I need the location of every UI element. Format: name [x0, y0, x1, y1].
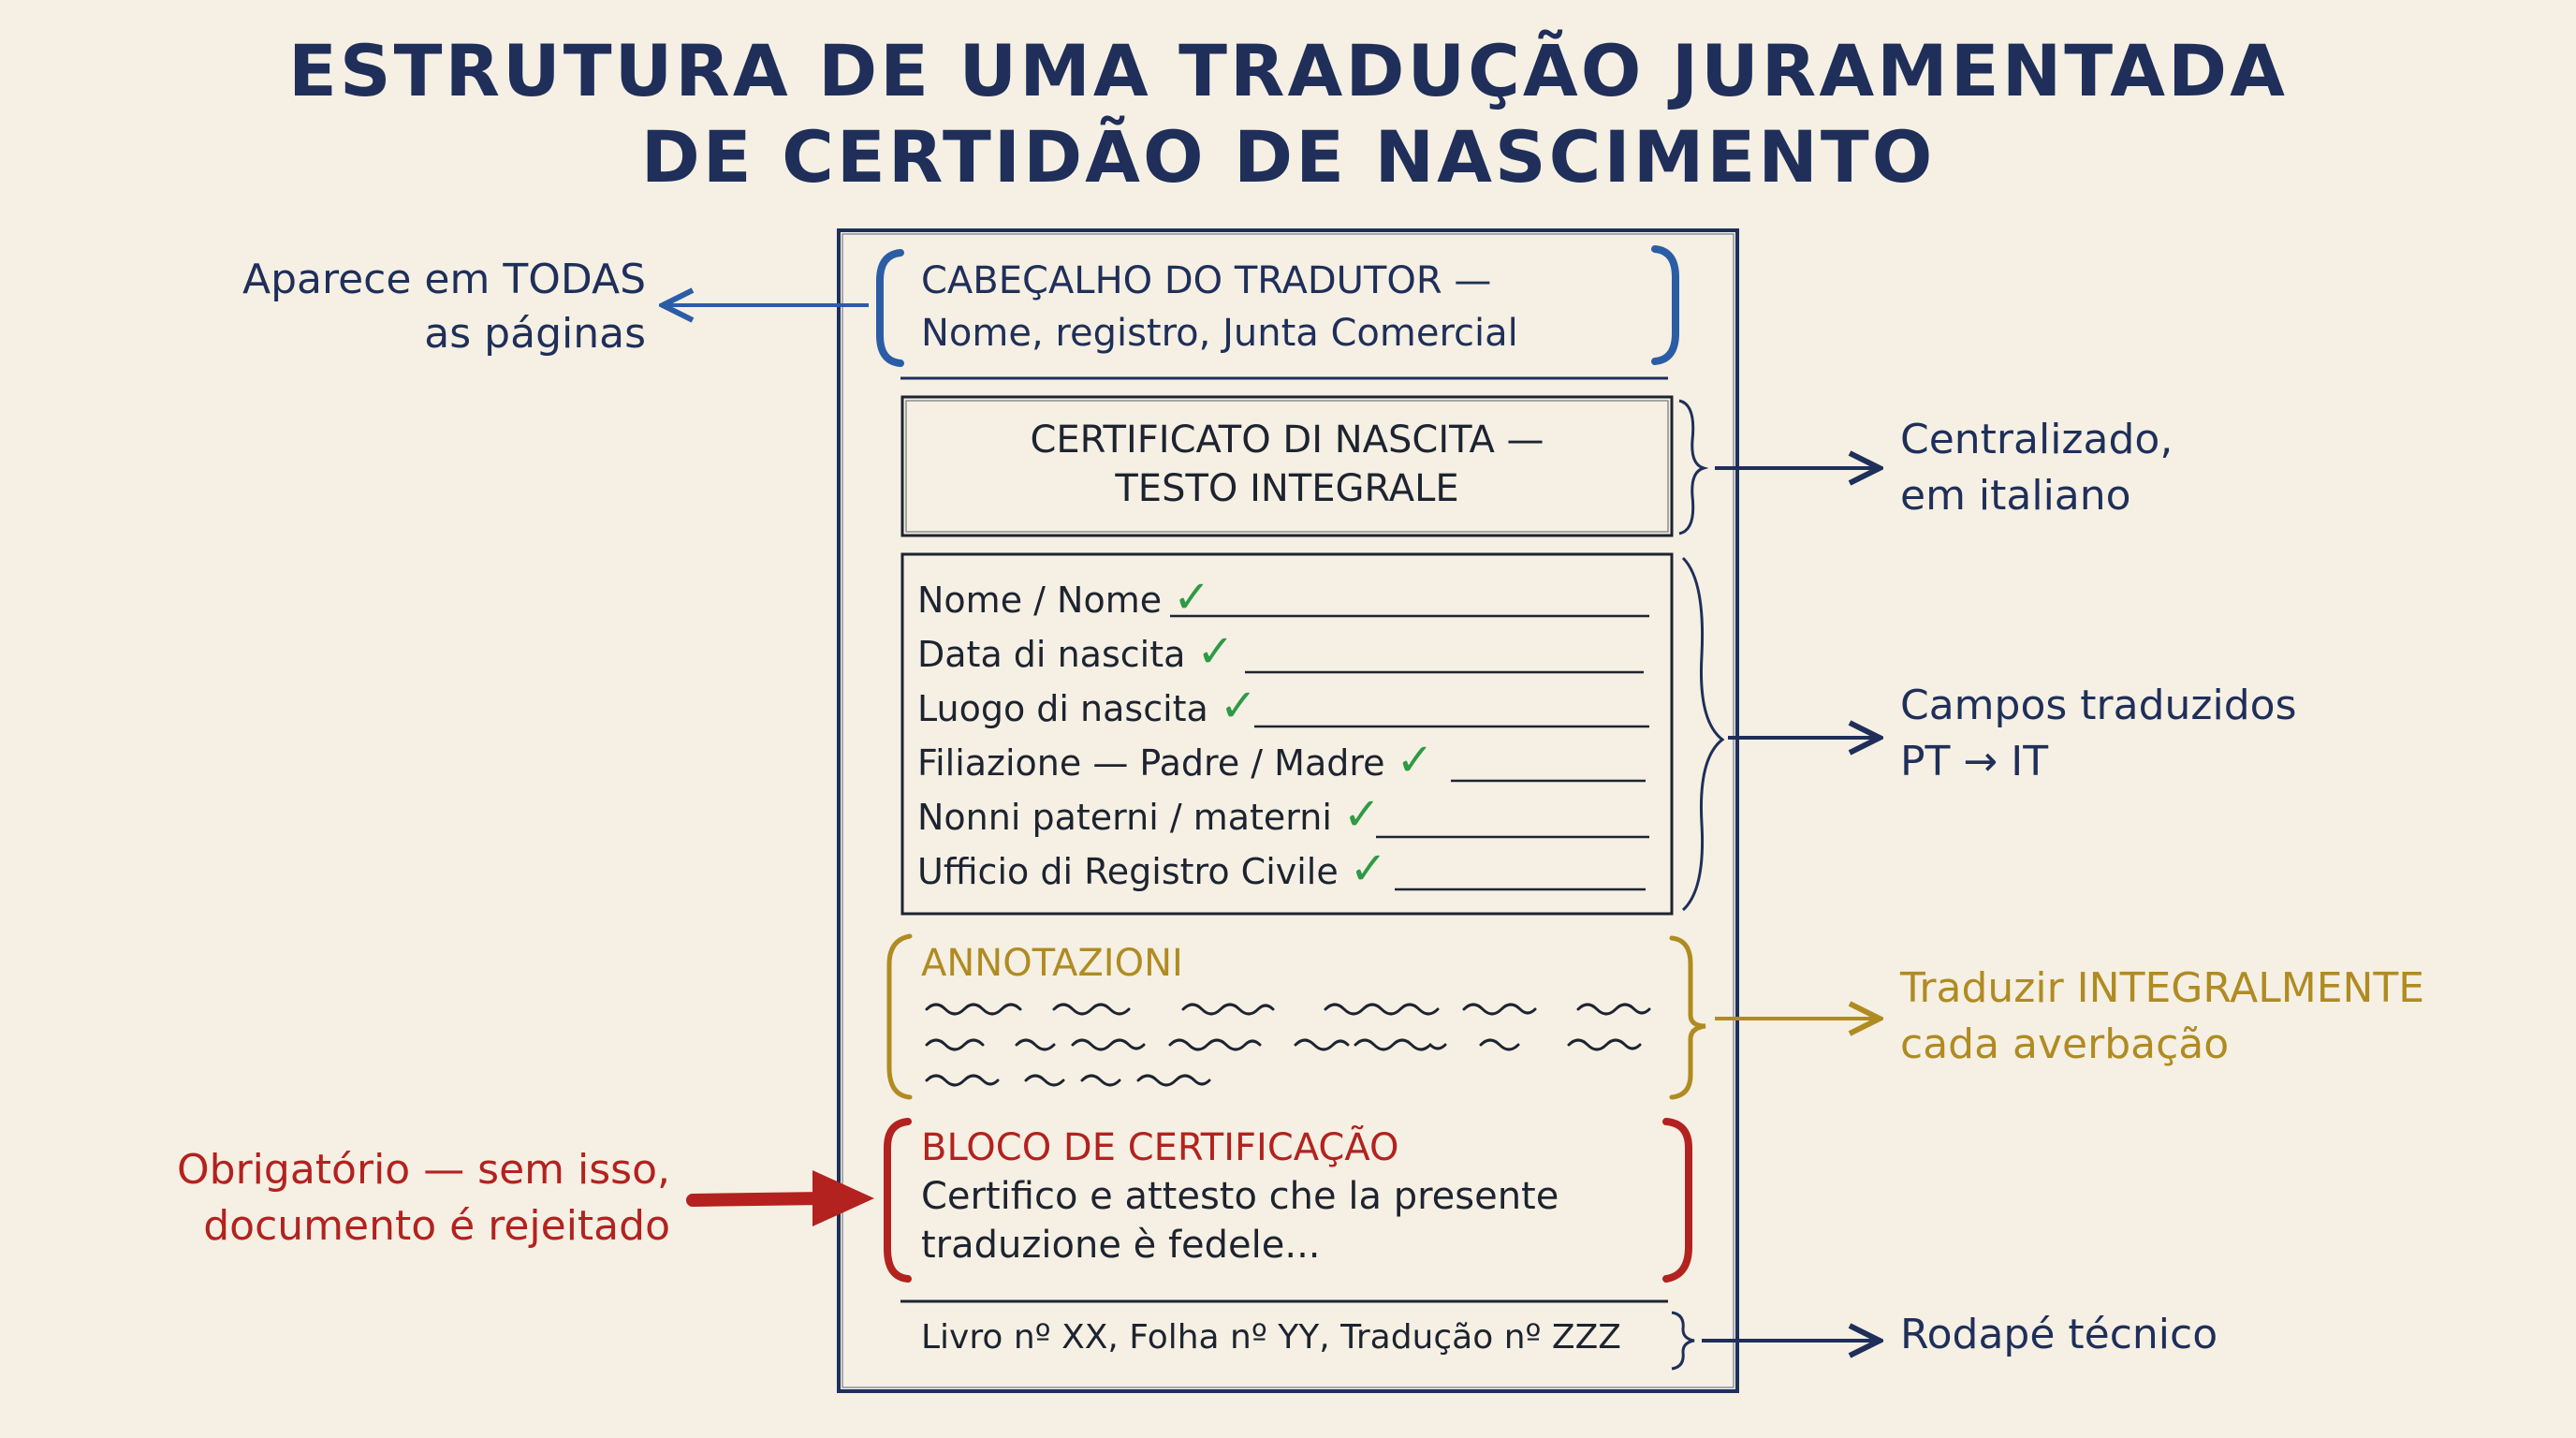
header-left-bracket [876, 249, 904, 367]
check-icon: ✓ [1342, 788, 1382, 841]
fields-box [900, 552, 1674, 916]
annotations-left-bracket [886, 933, 913, 1100]
field-row: Filiazione — Padre / Madre ✓ [917, 734, 1434, 786]
translator-header-line1: CABEÇALHO DO TRADUTOR — [921, 259, 1492, 302]
check-icon: ✓ [1173, 571, 1211, 624]
diagram-title: ESTRUTURA DE UMA TRADUÇÃO JURAMENTADA DE… [0, 28, 2576, 200]
field-row: Nome / Nome✓ [917, 571, 1210, 624]
fields-callout-line1: Campos traduzidos [1900, 682, 2297, 729]
check-icon: ✓ [1219, 680, 1258, 732]
title-callout: Centralizado, em italiano [1900, 412, 2173, 524]
certification-left-bracket [884, 1118, 912, 1283]
footer-brace [1671, 1311, 1695, 1371]
check-icon: ✓ [1349, 843, 1387, 895]
header-callout-line2: as páginas [424, 310, 646, 358]
annotations-callout-line2: cada averbação [1900, 1020, 2230, 1068]
document-title-text: CERTIFICATO DI NASCITA — TESTO INTEGRALE [902, 416, 1672, 513]
fields-callout: Campos traduzidos PT → IT [1900, 678, 2297, 790]
fields-callout-line2: PT → IT [1900, 738, 2049, 785]
annotations-callout-line1: Traduzir INTEGRALMENTE [1900, 964, 2425, 1012]
footer-callout: Rodapé técnico [1900, 1311, 2218, 1358]
field-label: Luogo di nascita [917, 688, 1208, 729]
annotations-right-bracket [1669, 935, 1706, 1100]
translator-header-line2: Nome, registro, Junta Comercial [921, 312, 1518, 355]
field-row: Ufficio di Registro Civile✓ [917, 843, 1387, 895]
certification-callout-line2: documento é rejeitado [203, 1202, 670, 1250]
translator-header: CABEÇALHO DO TRADUTOR — Nome, registro, … [921, 255, 1518, 360]
document-page [837, 228, 1739, 1393]
annotations-callout: Traduzir INTEGRALMENTE cada averbação [1900, 961, 2424, 1073]
title-box-brace [1678, 399, 1709, 536]
header-callout: Aparece em TODAS as páginas [242, 253, 646, 361]
certification-callout-line1: Obrigatório — sem isso, [177, 1146, 670, 1194]
certification-block: BLOCO DE CERTIFICAÇÃO Certifico e attest… [921, 1123, 1559, 1269]
title-callout-line1: Centralizado, [1900, 416, 2174, 463]
header-callout-line1: Aparece em TODAS [242, 256, 646, 303]
certification-heading: BLOCO DE CERTIFICAÇÃO [921, 1126, 1399, 1169]
certification-callout: Obrigatório — sem isso, documento é reje… [177, 1142, 670, 1255]
certification-line2: traduzione è fedele... [921, 1224, 1321, 1267]
annotations-heading: ANNOTAZIONI [921, 942, 1183, 985]
document-title-line2: TESTO INTEGRALE [1115, 467, 1459, 510]
check-icon: ✓ [1396, 734, 1434, 786]
certification-line1: Certifico e attesto che la presente [921, 1175, 1559, 1218]
technical-footer: Livro nº XX, Folha nº YY, Tradução nº ZZ… [921, 1318, 1621, 1357]
header-right-bracket [1651, 245, 1679, 365]
certification-right-bracket [1662, 1118, 1692, 1283]
field-row: Nonni paterni / materni✓ [917, 788, 1381, 841]
field-row: Data di nascita✓ [917, 625, 1235, 678]
field-row: Luogo di nascita ✓ [917, 680, 1257, 732]
title-line-1: ESTRUTURA DE UMA TRADUÇÃO JURAMENTADA [288, 29, 2288, 112]
title-box [900, 395, 1674, 537]
fields-brace [1681, 556, 1725, 912]
document-title-line1: CERTIFICATO DI NASCITA — [1030, 418, 1544, 462]
field-label: Ufficio di Registro Civile [917, 851, 1339, 892]
field-label: Nome / Nome [917, 580, 1163, 621]
title-callout-line2: em italiano [1900, 472, 2131, 520]
field-label: Filiazione — Padre / Madre [917, 742, 1385, 784]
field-label: Nonni paterni / materni [917, 797, 1332, 838]
annotations-scribbles [925, 1003, 1651, 1087]
certification-arrow [686, 1170, 874, 1226]
field-label: Data di nascita [917, 634, 1186, 675]
check-icon: ✓ [1196, 625, 1235, 678]
title-line-2: DE CERTIDÃO DE NASCIMENTO [640, 115, 1936, 198]
